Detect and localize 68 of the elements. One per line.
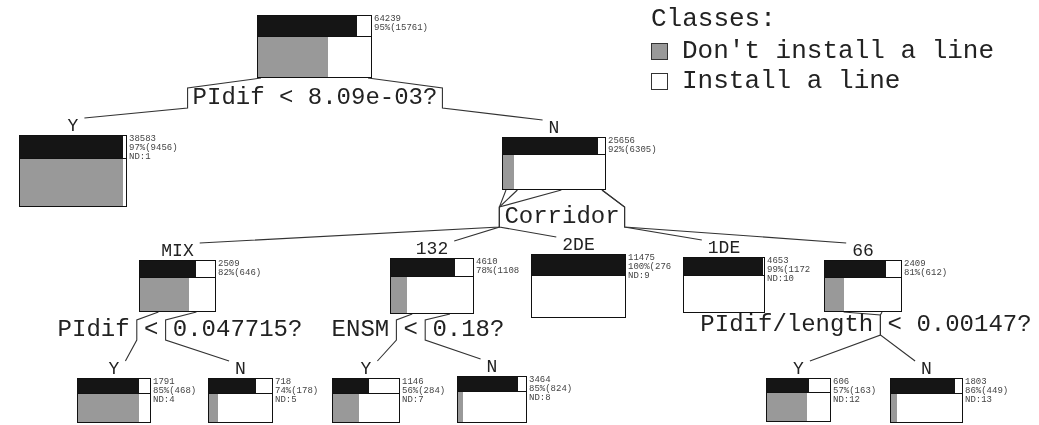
branch-label: MIX bbox=[161, 243, 194, 260]
branch-label: 66 bbox=[852, 243, 874, 260]
branch-line bbox=[124, 311, 159, 362]
class-percent: 99%(1172 bbox=[767, 266, 811, 275]
node-number: ND:5 bbox=[275, 396, 297, 405]
class-percent: 82%(646) bbox=[218, 269, 262, 278]
node-count: 1791 bbox=[153, 378, 175, 387]
branch-line bbox=[376, 313, 413, 362]
node-count: 4653 bbox=[767, 257, 789, 266]
split-question: PIdif/length < 0.00147? bbox=[700, 312, 1032, 338]
class-percent: 97%(9456) bbox=[129, 144, 178, 153]
branch-line bbox=[601, 189, 847, 244]
branch-label: Y bbox=[67, 118, 79, 135]
branch-label: N bbox=[921, 361, 932, 378]
class-percent: 81%(612) bbox=[904, 269, 948, 278]
node-number: ND:8 bbox=[529, 394, 551, 403]
node-count: 2409 bbox=[904, 260, 926, 269]
class-percent: 57%(163) bbox=[833, 387, 877, 396]
node-count: 4610 bbox=[476, 258, 498, 267]
node-count: 38583 bbox=[129, 135, 156, 144]
node-number: ND:7 bbox=[402, 396, 424, 405]
node-count: 606 bbox=[833, 378, 850, 387]
node-count: 718 bbox=[275, 378, 292, 387]
branch-label: Y bbox=[360, 361, 372, 378]
node-number: ND:1 bbox=[129, 153, 151, 162]
node-number: ND:13 bbox=[965, 396, 992, 405]
split-question: ENSM < 0.18? bbox=[331, 317, 505, 343]
branch-line bbox=[453, 189, 518, 242]
branch-line bbox=[809, 311, 881, 362]
class-percent: 100%(276 bbox=[628, 263, 672, 272]
legend-title: Classes: bbox=[651, 4, 776, 34]
node-count: 25656 bbox=[608, 137, 635, 146]
class-percent: 92%(6305) bbox=[608, 146, 657, 155]
class-percent: 86%(449) bbox=[965, 387, 1009, 396]
split-question: PIdif < 8.09e-03? bbox=[192, 85, 438, 111]
node-number: ND:9 bbox=[628, 272, 650, 281]
branch-line bbox=[199, 189, 507, 244]
branch-line bbox=[498, 189, 562, 238]
split-question: Corridor bbox=[504, 204, 620, 230]
node-count: 1146 bbox=[402, 378, 424, 387]
class-percent: 85%(468) bbox=[153, 387, 197, 396]
class-percent: 56%(284) bbox=[402, 387, 446, 396]
branch-label: N bbox=[548, 120, 560, 137]
branch-label: 1DE bbox=[707, 240, 741, 257]
branch-line bbox=[879, 311, 916, 362]
class-percent: 78%(1108 bbox=[476, 267, 520, 276]
node-number: ND:12 bbox=[833, 396, 860, 405]
node-number: ND:10 bbox=[767, 275, 794, 284]
branch-label: N bbox=[486, 359, 498, 376]
class-percent: 95%(15761) bbox=[374, 24, 428, 33]
class-percent: 85%(824) bbox=[529, 385, 573, 394]
node-number: ND:4 bbox=[153, 396, 175, 405]
node-count: 3464 bbox=[529, 376, 551, 385]
class-percent: 74%(178) bbox=[275, 387, 319, 396]
branch-label: Y bbox=[108, 361, 120, 378]
legend-label: Install a line bbox=[682, 66, 901, 96]
node-count: 11475 bbox=[628, 254, 655, 263]
legend-label: Don't install a line bbox=[682, 36, 995, 66]
branch-label: 132 bbox=[415, 241, 449, 258]
branch-line bbox=[424, 313, 482, 360]
node-count: 64239 bbox=[374, 15, 401, 24]
branch-label: N bbox=[235, 361, 246, 378]
branch-label: 2DE bbox=[562, 237, 595, 254]
node-count: 1803 bbox=[965, 378, 987, 387]
branch-label: Y bbox=[793, 361, 804, 378]
split-question: PIdif < 0.047715? bbox=[57, 317, 303, 343]
node-count: 2509 bbox=[218, 260, 240, 269]
branch-line bbox=[165, 311, 230, 362]
